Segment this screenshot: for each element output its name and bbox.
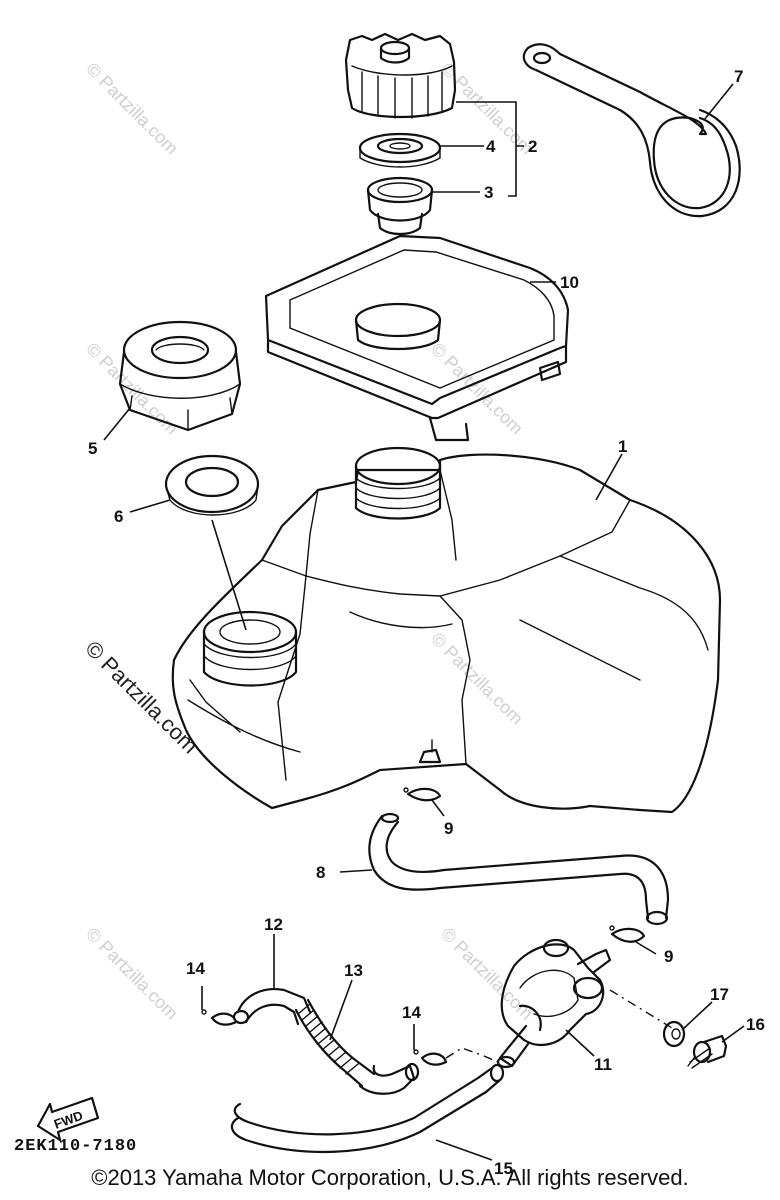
- hose-clip-14b: [413, 1049, 448, 1066]
- leader-9-upper: [431, 799, 445, 817]
- adapter-nut: [118, 320, 242, 432]
- watermark-6: © Partzilla.com: [82, 924, 182, 1024]
- callout-9b: 9: [664, 947, 673, 966]
- callout-14a: 14: [186, 959, 205, 978]
- callout-13: 13: [344, 961, 363, 980]
- hose-clip-14a: [201, 1009, 238, 1026]
- callout-7: 7: [734, 67, 743, 86]
- diagram-code: 2EK110-7180: [14, 1137, 138, 1156]
- watermark-4: © Partzilla.com: [427, 339, 527, 439]
- leader-13: [329, 979, 353, 1041]
- cap-gasket: [358, 132, 442, 168]
- leader-16: [721, 1025, 745, 1043]
- forward-arrow-icon: FWD: [36, 1096, 100, 1142]
- fuel-hose-long: [230, 1063, 505, 1154]
- fuel-cock: [496, 938, 612, 1069]
- callout-1: 1: [618, 437, 627, 456]
- axis-line-11: [609, 989, 673, 1029]
- copyright-notice: ©2013 Yamaha Motor Corporation, U.S.A. A…: [91, 1165, 689, 1190]
- watermark-5: © Partzilla.com: [427, 629, 527, 729]
- leader-7: [703, 83, 734, 121]
- watermark-7: © Partzilla.com: [437, 924, 537, 1024]
- callout-8: 8: [316, 863, 325, 882]
- callout-2: 2: [528, 137, 537, 156]
- bracket-2: [456, 101, 524, 197]
- callout-12: 12: [264, 915, 283, 934]
- washer: [662, 1020, 686, 1048]
- leader-17: [681, 1001, 713, 1031]
- hose-clip-lower: [609, 925, 646, 943]
- callout-17: 17: [710, 985, 729, 1004]
- breather-hose: [368, 812, 670, 926]
- callout-3: 3: [484, 183, 493, 202]
- fuel-tank: [171, 446, 722, 814]
- callout-4: 4: [486, 137, 496, 156]
- tank-tray: [264, 234, 570, 442]
- callout-6: 6: [114, 507, 123, 526]
- filter-strainer: [366, 176, 434, 236]
- leader-8: [339, 869, 373, 873]
- callout-11: 11: [594, 1055, 612, 1074]
- seal-ring: [164, 454, 260, 516]
- callout-15: 15: [494, 1159, 513, 1178]
- leader-6: [129, 499, 171, 513]
- watermark-dark: © Partzilla.com: [80, 636, 203, 759]
- callout-5: 5: [88, 439, 97, 458]
- leader-11: [565, 1029, 595, 1057]
- fuel-cap: [344, 32, 457, 119]
- spring-guard: [294, 998, 420, 1095]
- cap-strap: [522, 43, 741, 218]
- hose-clip-upper: [403, 787, 442, 802]
- callout-16: 16: [746, 1015, 765, 1034]
- watermark-1: © Partzilla.com: [82, 59, 182, 159]
- leader-1: [595, 453, 623, 501]
- callouts: 1 2 3 4 5 6 7 8 9 9 10 11 12 13 14 14 15…: [88, 67, 765, 1178]
- callout-10: 10: [560, 273, 579, 292]
- bolt: [687, 1034, 728, 1069]
- guide-line-14b: [445, 1047, 499, 1063]
- callout-9a: 9: [444, 819, 453, 838]
- callout-14b: 14: [402, 1003, 421, 1022]
- leader-5: [103, 407, 131, 441]
- fuel-hose-short: [232, 988, 312, 1026]
- leader-15: [435, 1139, 493, 1161]
- leader-9-lower: [635, 941, 657, 955]
